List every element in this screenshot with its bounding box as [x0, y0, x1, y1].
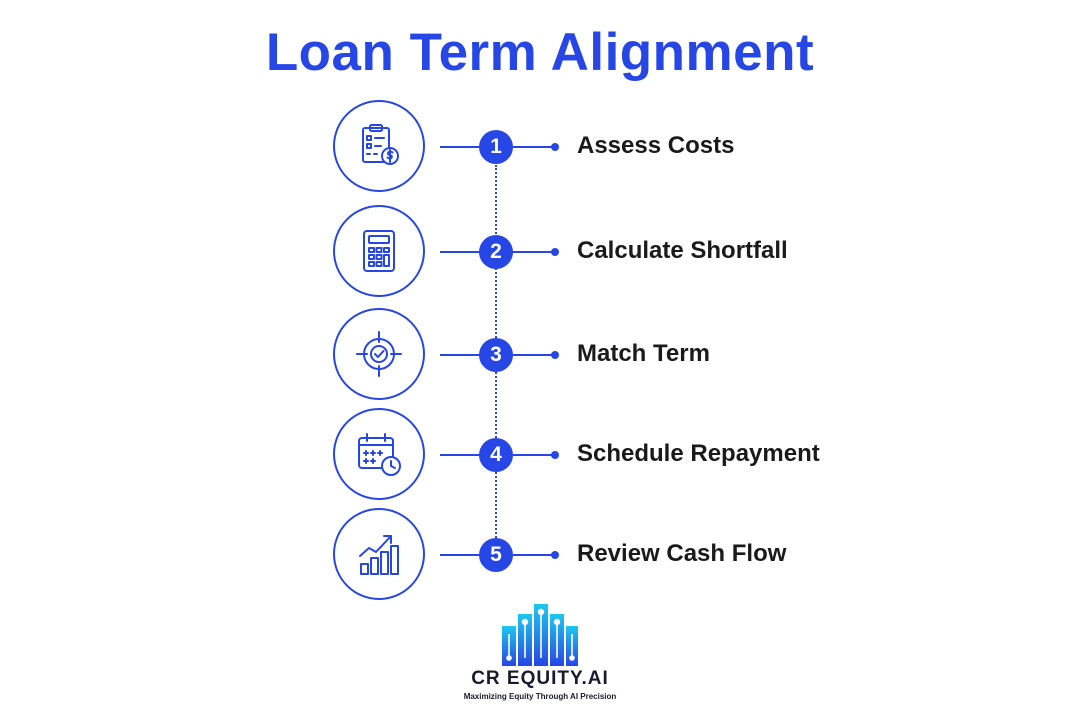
- step-2-number-badge: 2: [479, 235, 513, 269]
- clipboard-dollar-icon: [362, 124, 399, 165]
- step-1-label: Assess Costs: [577, 132, 735, 159]
- step-3-connector-right: [513, 354, 553, 356]
- growth-chart-icon: [359, 535, 399, 575]
- step-4-connector-right: [513, 454, 553, 456]
- calendar-clock-icon: [358, 433, 401, 476]
- step-2-connector-left: [440, 251, 480, 253]
- step-1-connector-left: [440, 146, 480, 148]
- step-4-icon-circle: [333, 408, 425, 500]
- brand-logo: CR EQUITY.AI Maximizing Equity Through A…: [440, 600, 640, 710]
- step-4-connector-left: [440, 454, 480, 456]
- step-5-connector-left: [440, 554, 480, 556]
- step-2-connector-dot: [551, 248, 559, 256]
- step-4-connector-dot: [551, 451, 559, 459]
- step-5-icon-circle: [333, 508, 425, 600]
- step-3-label: Match Term: [577, 340, 710, 367]
- logo-wordmark: CR EQUITY.AI: [471, 668, 609, 689]
- step-3-number-badge: 3: [479, 338, 513, 372]
- target-check-icon: [356, 331, 402, 377]
- step-4: 4 Schedule Repayment: [0, 408, 1080, 504]
- step-5-label: Review Cash Flow: [577, 540, 787, 567]
- step-2-label: Calculate Shortfall: [577, 237, 788, 264]
- step-1-icon-circle: [333, 100, 425, 192]
- building-logo-icon: [502, 604, 578, 666]
- step-3-connector-left: [440, 354, 480, 356]
- step-5-connector-right: [513, 554, 553, 556]
- step-3-icon-circle: [333, 308, 425, 400]
- step-5: 5 Review Cash Flow: [0, 508, 1080, 604]
- step-2: 2 Calculate Shortfall: [0, 205, 1080, 301]
- step-1-number-badge: 1: [479, 130, 513, 164]
- step-1-connector-right: [513, 146, 553, 148]
- step-2-icon-circle: [333, 205, 425, 297]
- step-4-label: Schedule Repayment: [577, 440, 820, 467]
- step-5-number-badge: 5: [479, 538, 513, 572]
- page-title: Loan Term Alignment: [265, 23, 815, 82]
- calculator-icon: [363, 230, 395, 272]
- step-2-connector-right: [513, 251, 553, 253]
- step-1: 1 Assess Costs: [0, 100, 1080, 196]
- step-1-connector-dot: [551, 143, 559, 151]
- step-3: 3 Match Term: [0, 308, 1080, 404]
- logo-tagline: Maximizing Equity Through AI Precision: [463, 692, 617, 701]
- step-4-number-badge: 4: [479, 438, 513, 472]
- step-5-connector-dot: [551, 551, 559, 559]
- step-3-connector-dot: [551, 351, 559, 359]
